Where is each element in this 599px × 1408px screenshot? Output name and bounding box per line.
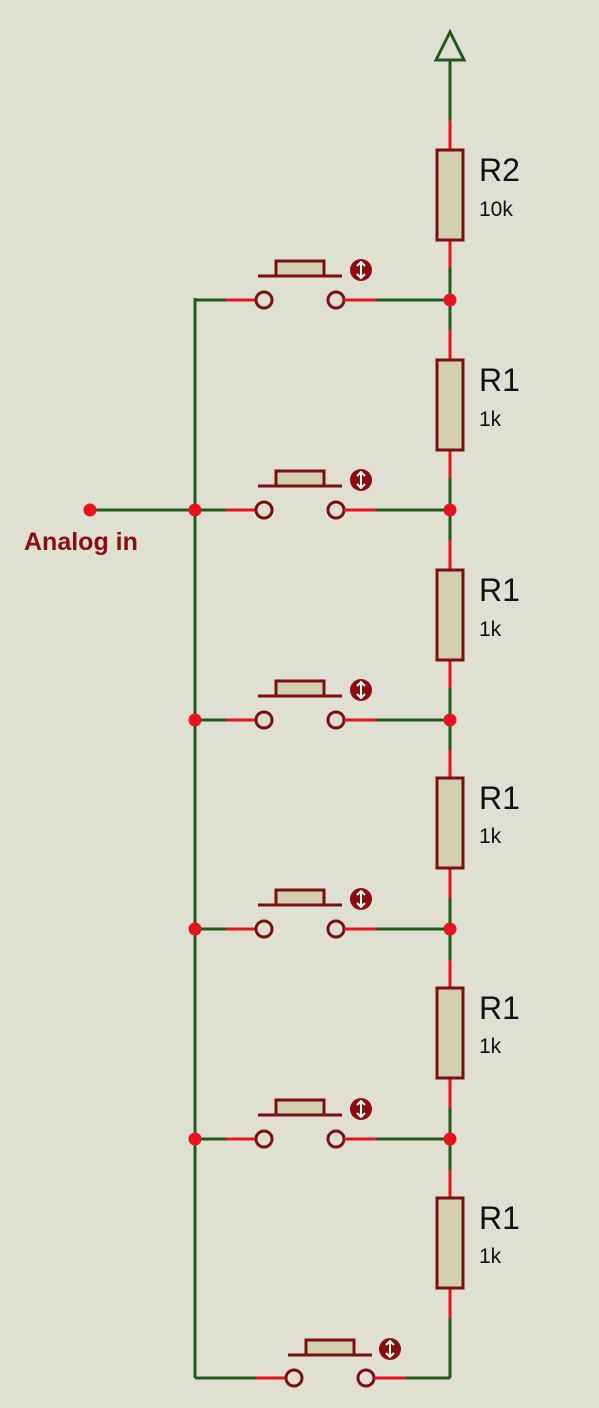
resistor-r1: R1 1k xyxy=(435,330,520,478)
analog-in-terminal xyxy=(83,503,97,517)
resistor-ref: R1 xyxy=(479,572,520,608)
push-button xyxy=(195,259,450,310)
resistor-value: 10k xyxy=(479,198,513,221)
resistor-r1: R1 1k xyxy=(435,960,520,1108)
resistor-value: 1k xyxy=(479,1245,502,1268)
resistor-value: 1k xyxy=(479,408,502,431)
push-button xyxy=(195,1098,450,1149)
actuator-icon xyxy=(379,1338,401,1360)
resistor-r2: R2 10k xyxy=(435,120,520,268)
actuator-icon xyxy=(350,888,372,910)
resistor-value: 1k xyxy=(479,618,502,641)
junction-dot xyxy=(188,1132,202,1146)
junction-dot xyxy=(443,713,457,727)
push-button xyxy=(195,888,450,939)
junction-dots xyxy=(188,293,457,1146)
resistor-value: 1k xyxy=(479,825,502,848)
actuator-icon xyxy=(350,259,372,281)
push-button xyxy=(195,1338,450,1388)
junction-dot xyxy=(188,922,202,936)
junction-dot xyxy=(188,713,202,727)
resistor-ref: R1 xyxy=(479,362,520,398)
resistor-r1: R1 1k xyxy=(435,1170,520,1318)
resistor-r1: R1 1k xyxy=(435,750,520,898)
actuator-icon xyxy=(350,679,372,701)
resistor-r1: R1 1k xyxy=(435,540,520,688)
resistor-ref: R1 xyxy=(479,780,520,816)
junction-dot xyxy=(443,1132,457,1146)
junction-dot xyxy=(188,503,202,517)
resistor-ref: R2 xyxy=(479,152,520,188)
junction-dot xyxy=(443,922,457,936)
junction-dot xyxy=(443,293,457,307)
push-button xyxy=(195,469,450,520)
analog-in-label: Analog in xyxy=(24,528,138,556)
actuator-icon xyxy=(350,469,372,491)
resistor-ref: R1 xyxy=(479,1200,520,1236)
resistor-ref: R1 xyxy=(479,990,520,1026)
actuator-icon xyxy=(350,1098,372,1120)
push-button xyxy=(195,679,450,730)
junction-dot xyxy=(443,503,457,517)
resistor-value: 1k xyxy=(479,1035,502,1058)
power-arrow-icon xyxy=(433,28,467,120)
